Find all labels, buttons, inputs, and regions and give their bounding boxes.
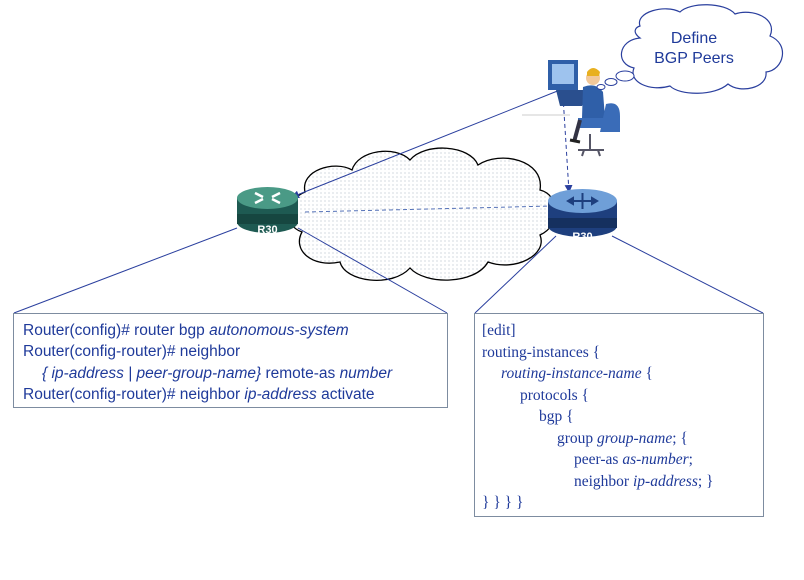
junos-line-8: neighbor ip-address; } xyxy=(574,472,714,490)
thought-bubble-line2: BGP Peers xyxy=(654,50,734,67)
cisco-line-4: Router(config-router)# neighbor ip-addre… xyxy=(23,385,375,403)
junos-line-9: } } } } xyxy=(482,494,524,511)
junos-line-1: [edit] xyxy=(482,322,516,339)
callout-line-right-a xyxy=(474,235,557,314)
callout-line-left-b xyxy=(297,227,448,314)
junos-line-2: routing-instances { xyxy=(482,343,601,361)
junos-line-4: protocols { xyxy=(520,386,590,404)
cisco-line-3: { ip-address | peer-group-name} remote-a… xyxy=(42,364,393,382)
junos-line-3: routing-instance-name { xyxy=(501,365,653,382)
callout-line-right-b xyxy=(611,235,764,314)
cisco-line-1: Router(config)# router bgp autonomous-sy… xyxy=(23,322,349,339)
junos-line-6: group group-name; { xyxy=(557,429,688,447)
thought-bubble-line1: Define xyxy=(670,30,718,47)
junos-line-5: bgp { xyxy=(539,408,574,425)
router-right-label: R30 xyxy=(572,231,592,243)
callout-line-left-a xyxy=(13,227,238,314)
thought-bubble xyxy=(596,4,784,94)
admin-workstation-icon xyxy=(522,60,620,157)
router-left-label: R30 xyxy=(257,224,277,236)
arrow-to-left-router xyxy=(291,89,561,199)
cisco-line-2: Router(config-router)# neighbor xyxy=(23,343,241,361)
cisco-router-icon xyxy=(237,187,298,233)
juniper-config-box: [edit] routing-instances { routing-insta… xyxy=(474,313,764,517)
arrow-to-right-router xyxy=(562,95,573,193)
router-link xyxy=(304,205,553,213)
junos-line-7: peer-as as-number; xyxy=(574,451,693,468)
thought-bubble-text: Define BGP Peers xyxy=(646,29,742,69)
juniper-router-icon xyxy=(548,189,617,237)
cisco-config-box: Router(config)# router bgp autonomous-sy… xyxy=(13,313,448,408)
network-cloud xyxy=(287,147,557,281)
